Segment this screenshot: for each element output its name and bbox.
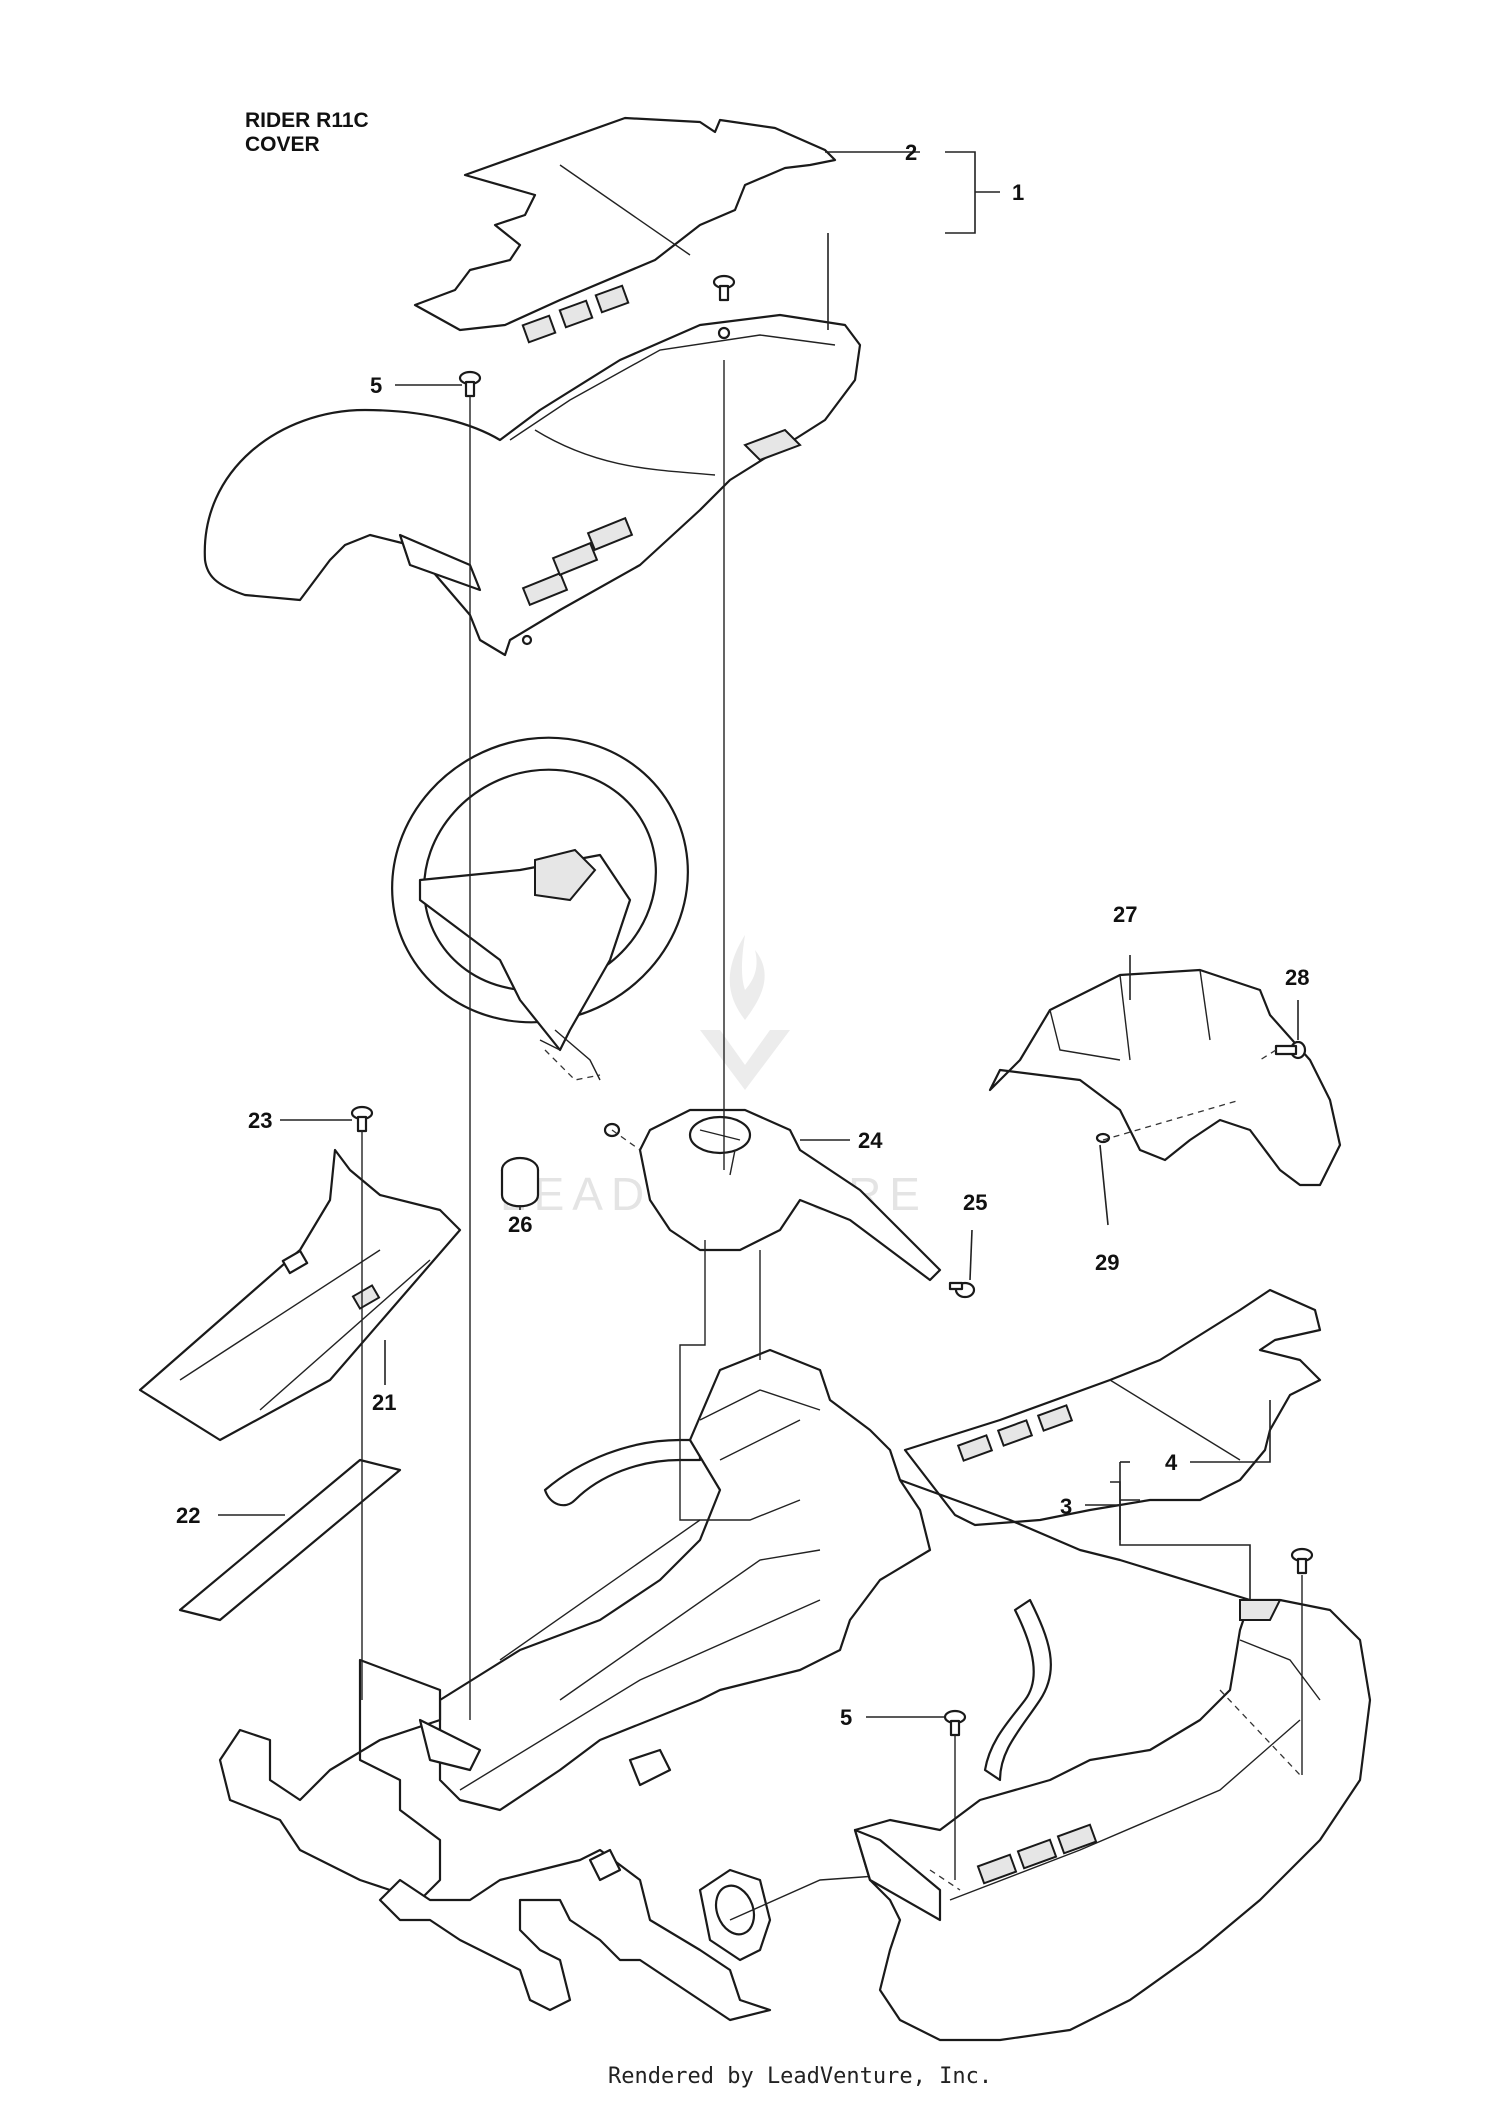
- footer-credit: Rendered by LeadVenture, Inc.: [608, 2064, 992, 2089]
- screw-5-top-right: [712, 274, 736, 302]
- decal-slot: [558, 299, 594, 329]
- washer-29: [1095, 1132, 1111, 1144]
- callout-24: 24: [858, 1128, 883, 1153]
- callout-25: 25: [963, 1190, 987, 1215]
- screw-5-right: [1290, 1547, 1314, 1575]
- screw-5-bottom: [943, 1709, 967, 1737]
- callout-29: 29: [1095, 1250, 1119, 1275]
- part-27-rear-fender: [988, 968, 1342, 1187]
- steering-wheel: [391, 736, 689, 1052]
- callout-28: 28: [1285, 965, 1309, 990]
- part-4-lower-decal: [903, 1288, 1322, 1527]
- callout-21: 21: [372, 1390, 396, 1415]
- part-3-lower-fender: [853, 1598, 1372, 2042]
- callout-1: 1: [1012, 180, 1024, 205]
- callout-5-top: 5: [370, 373, 382, 398]
- callout-23: 23: [248, 1108, 272, 1133]
- cover-handle-slot: [743, 428, 802, 462]
- screw-23: [350, 1105, 374, 1133]
- part-22-strip: [178, 1458, 402, 1622]
- diagram-title: RIDER R11C COVER: [245, 109, 369, 156]
- screw-28: [1274, 1040, 1307, 1060]
- callout-labels: 2 1 5 27 28 23 24 25 26 29 21 4 3 22 5: [176, 140, 1309, 1730]
- watermark-flame-icon: [729, 935, 765, 1020]
- steering-wheel-logo-icon: [534, 848, 597, 902]
- part-2-upper-decal: [413, 116, 837, 344]
- leader-lines: [218, 151, 1299, 1718]
- callout-5-bottom: 5: [840, 1705, 852, 1730]
- callout-4: 4: [1165, 1450, 1178, 1475]
- assembly-lines: [361, 360, 1303, 1891]
- callout-2: 2: [905, 140, 917, 165]
- screw-5-left: [458, 370, 482, 398]
- callout-27: 27: [1113, 902, 1137, 927]
- cover-slot: [551, 541, 599, 577]
- callout-22: 22: [176, 1503, 200, 1528]
- chassis-frame: [218, 1348, 1281, 2022]
- screw-25: [948, 1281, 976, 1299]
- part-24-dash-console: [603, 1108, 942, 1282]
- watermark-v-icon: [700, 1030, 790, 1090]
- decal-slot: [594, 284, 630, 314]
- callout-3: 3: [1060, 1494, 1072, 1519]
- cover-slot: [586, 516, 634, 552]
- steering-shaft-hardware: [500, 1029, 601, 1208]
- decal-slot: [521, 314, 557, 344]
- part-1-upper-cover: [203, 313, 862, 657]
- title-model: RIDER R11C: [245, 109, 369, 132]
- cover-slot: [521, 571, 569, 607]
- part-21-side-panel: [138, 1148, 462, 1442]
- callout-26: 26: [508, 1212, 532, 1237]
- title-section: COVER: [245, 133, 320, 156]
